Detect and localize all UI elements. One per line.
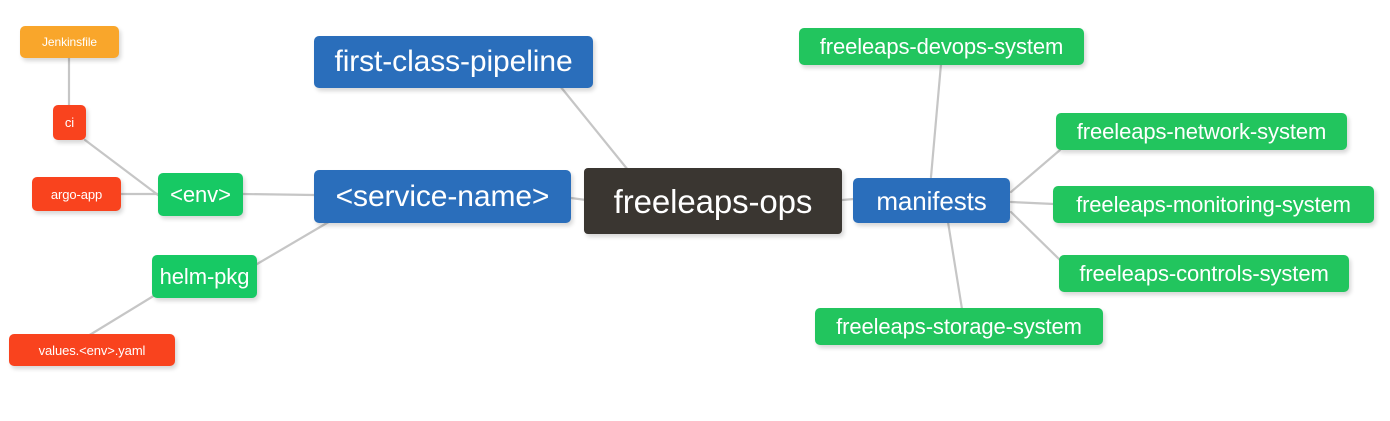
node-label: ci — [64, 115, 75, 130]
edge-manifests-devops — [929, 62, 943, 179]
edge-helmpkg-valuesyaml — [86, 290, 162, 338]
node-freeleaps-controls-system[interactable]: freeleaps-controls-system — [1059, 255, 1349, 292]
node-freeleaps-network-system[interactable]: freeleaps-network-system — [1056, 113, 1347, 150]
node-label: <service-name> — [335, 179, 550, 213]
node-manifests[interactable]: manifests — [853, 178, 1010, 223]
node-freeleaps-monitoring-system[interactable]: freeleaps-monitoring-system — [1053, 186, 1374, 223]
node-label: helm-pkg — [159, 263, 250, 289]
node-label: freeleaps-storage-system — [836, 313, 1082, 339]
edge-manifests-monitoring — [1009, 200, 1056, 206]
node-freeleaps-storage-system[interactable]: freeleaps-storage-system — [815, 308, 1103, 345]
node-label: freeleaps-monitoring-system — [1076, 191, 1351, 217]
node-argo-app[interactable]: argo-app — [32, 177, 121, 211]
node-label: freeleaps-devops-system — [819, 33, 1064, 59]
node-env[interactable]: <env> — [158, 173, 243, 216]
node-label: Jenkinsfile — [42, 35, 97, 49]
edge-servicename-helmpkg — [250, 218, 334, 269]
edge-manifests-network — [1009, 148, 1062, 194]
node-label: first-class-pipeline — [334, 45, 573, 78]
edge-env-servicename — [241, 192, 316, 197]
node-first-class-pipeline[interactable]: first-class-pipeline — [314, 36, 593, 88]
node-freeleaps-devops-system[interactable]: freeleaps-devops-system — [799, 28, 1084, 65]
node-label: freeleaps-controls-system — [1079, 260, 1329, 286]
node-helm-pkg[interactable]: helm-pkg — [152, 255, 257, 298]
node-ci[interactable]: ci — [53, 105, 86, 140]
node-label: values.<env>.yaml — [38, 342, 146, 358]
node-freeleaps-ops[interactable]: freeleaps-ops — [584, 168, 842, 234]
node-jenkinsfile[interactable]: Jenkinsfile — [20, 26, 119, 58]
node-service-name[interactable]: <service-name> — [314, 170, 571, 223]
node-label: freeleaps-ops — [613, 182, 813, 220]
edge-manifests-storage — [946, 220, 964, 311]
node-values-yaml[interactable]: values.<env>.yaml — [9, 334, 175, 366]
edge-firstclasspipeline-ops — [558, 84, 630, 172]
node-label: manifests — [876, 185, 987, 216]
node-label: freeleaps-network-system — [1076, 118, 1327, 144]
node-label: <env> — [170, 181, 231, 207]
node-label: argo-app — [50, 186, 103, 202]
